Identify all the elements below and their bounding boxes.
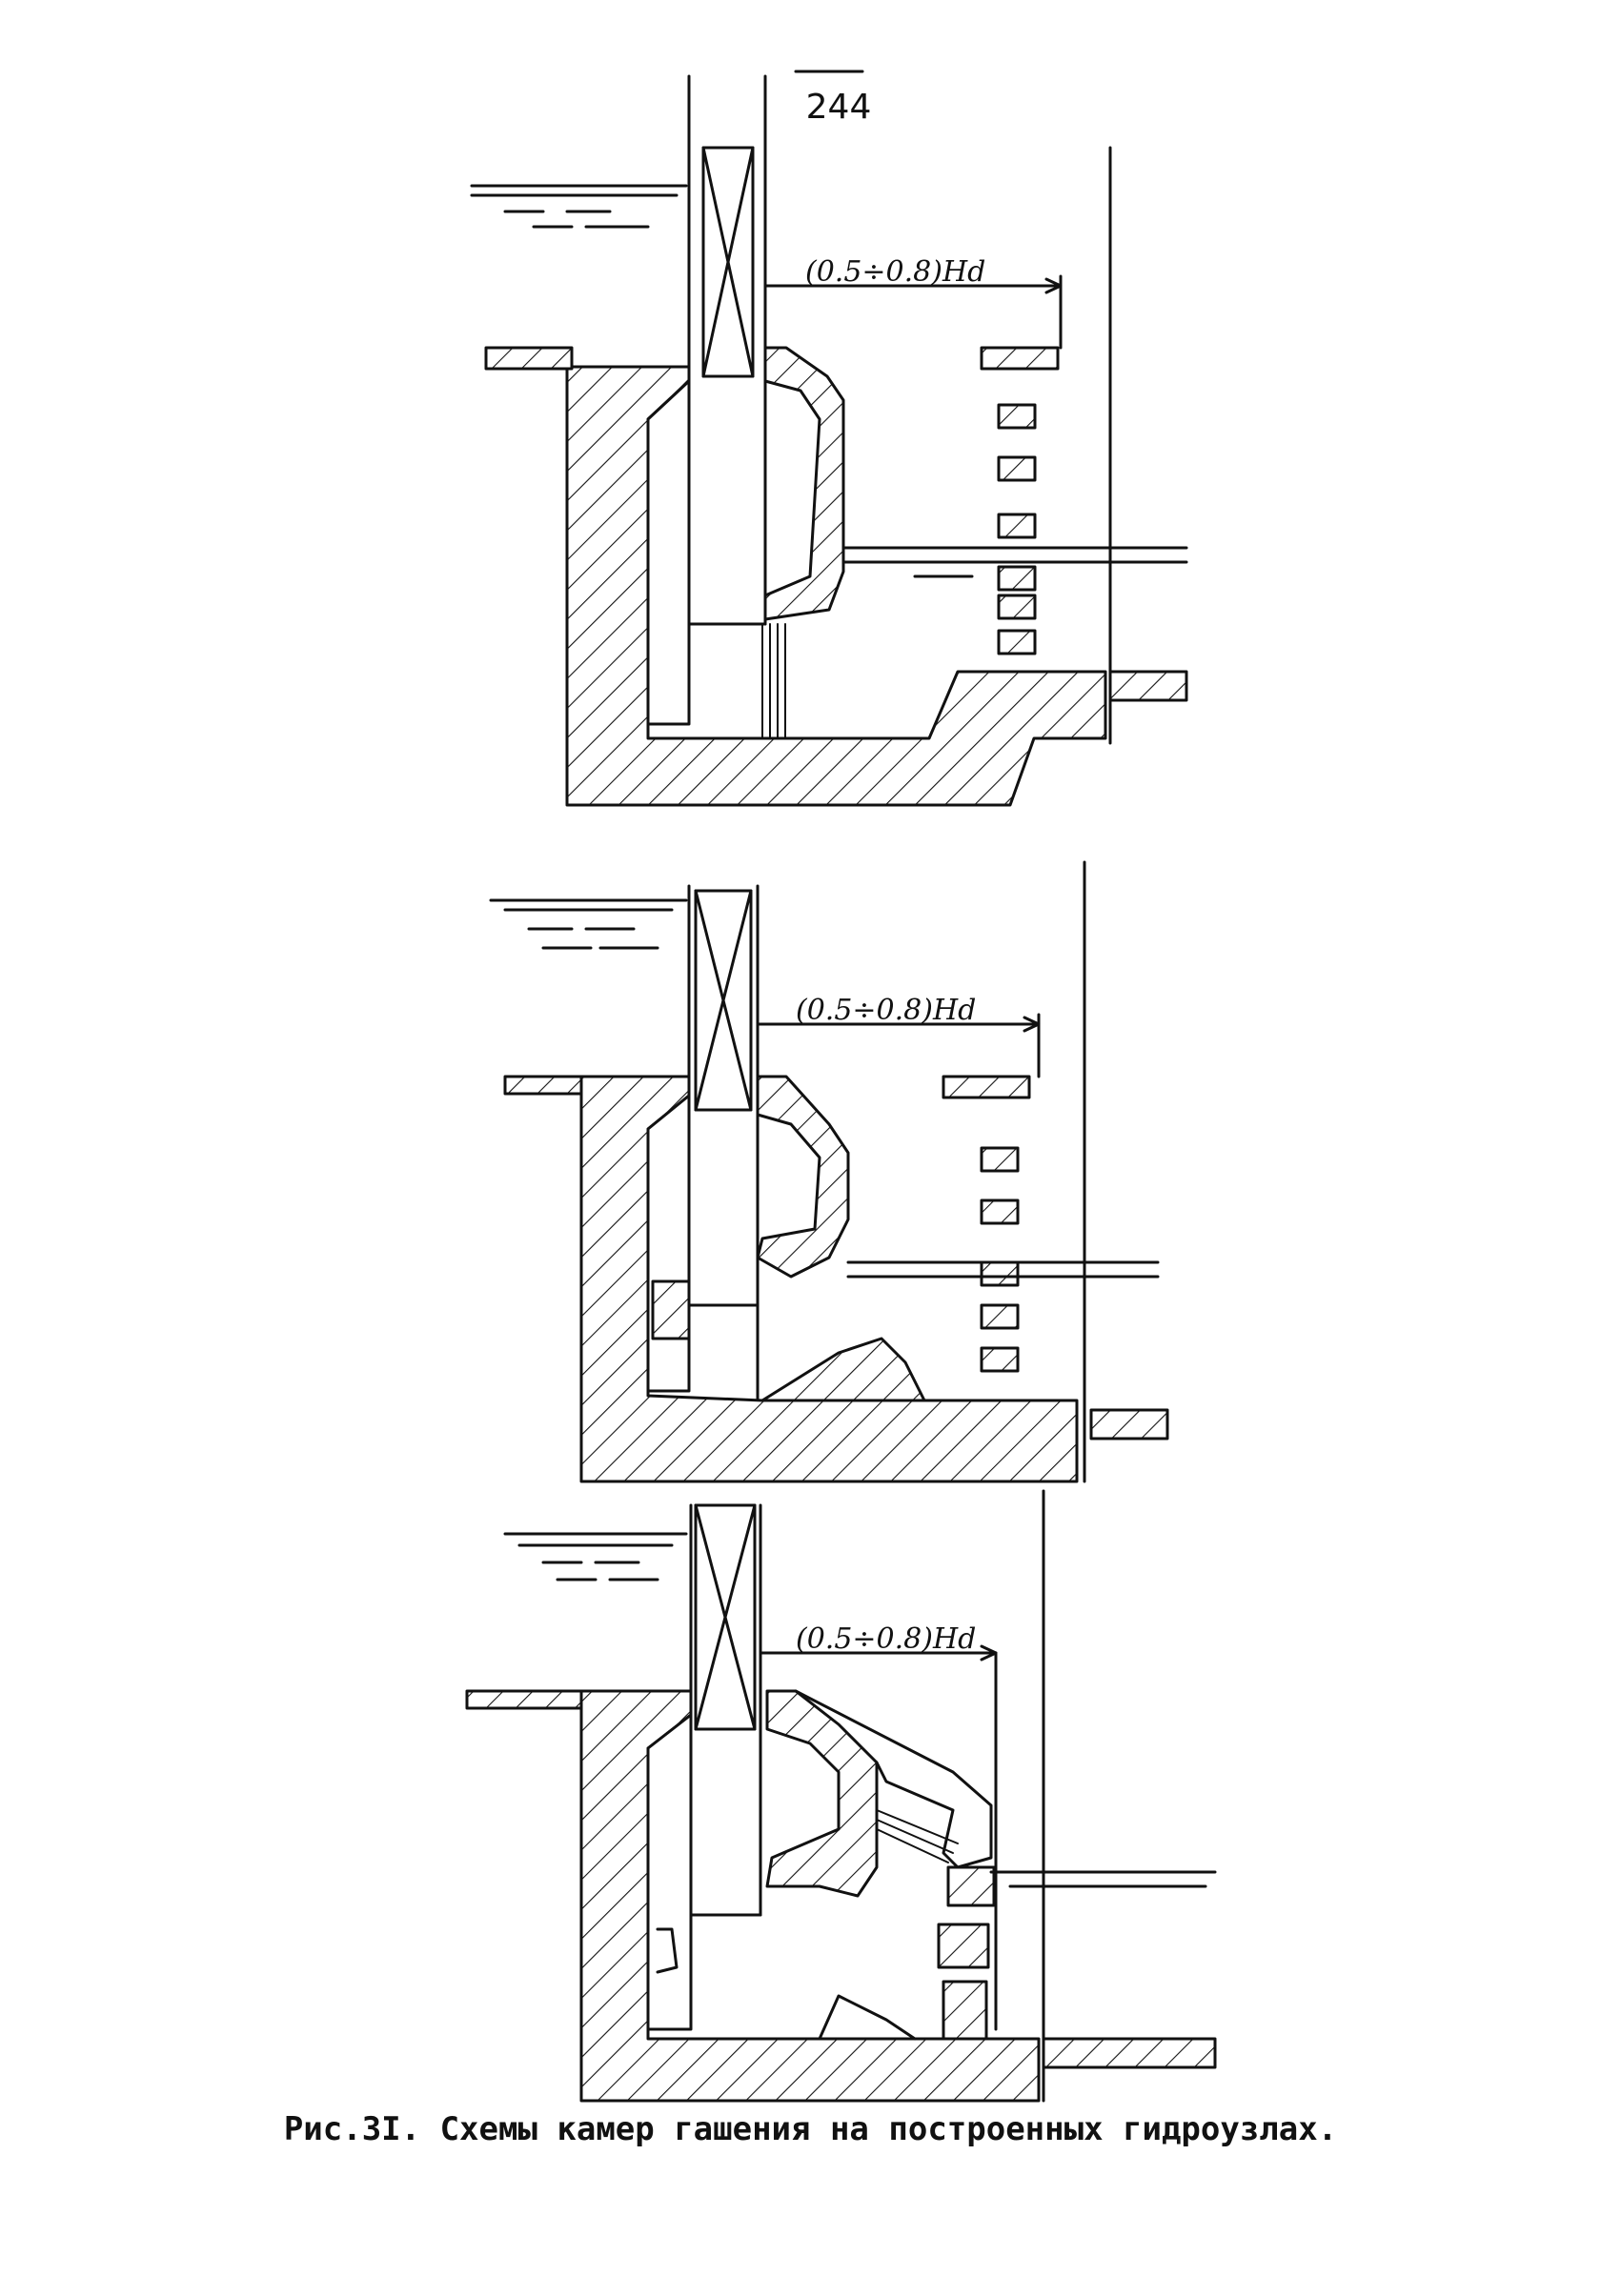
end-blocks-3 — [937, 1865, 996, 2041]
figure-caption: Рис.3I. Схемы камер гашения на построенн… — [283, 2110, 1338, 2148]
rubble-3 — [818, 1994, 917, 2041]
bank-right-3 — [1042, 2037, 1217, 2069]
chamber-body-3 — [579, 1689, 1041, 2103]
dimension-line-3 — [759, 1644, 998, 2031]
gate-shaft-2 — [687, 884, 760, 1402]
gate-2 — [694, 889, 753, 1112]
page-number: 244 — [805, 88, 872, 127]
top-lip-2 — [942, 1075, 1031, 1099]
scheme-2: (0.5÷0.8)Hd — [489, 860, 1169, 1483]
dimension-label-3: (0.5÷0.8)Hd — [796, 1622, 976, 1656]
scheme-1: (0.5÷0.8)Hd — [470, 70, 1188, 807]
bank-left-3 — [465, 1689, 583, 1710]
bank-left-1 — [484, 346, 574, 371]
scheme-3: (0.5÷0.8)Hd — [465, 1489, 1217, 2103]
baffle-blocks-2 — [980, 1146, 1020, 1373]
upstream-water-3 — [503, 1532, 688, 1581]
bank-right-2 — [1089, 1408, 1169, 1440]
dimension-label-2: (0.5÷0.8)Hd — [796, 994, 976, 1027]
upstream-water-2 — [489, 898, 688, 950]
upstream-water-1 — [470, 184, 688, 229]
deflector-2 — [756, 1075, 850, 1279]
gate-3 — [694, 1503, 757, 1731]
tailwater-2 — [846, 1260, 1160, 1279]
end-sill-2 — [760, 1337, 926, 1402]
small-notch-3 — [656, 1927, 679, 1974]
dimension-line-1 — [763, 274, 1063, 350]
tailwater-1 — [841, 546, 1188, 578]
small-sill-2 — [651, 1279, 691, 1340]
deflector-3 — [765, 1689, 879, 1898]
bank-left-2 — [503, 1075, 583, 1096]
guide-lines-1 — [761, 623, 786, 739]
top-lip-1 — [980, 346, 1060, 371]
sloped-lines-3 — [876, 1809, 959, 1863]
gate-1 — [701, 146, 755, 378]
dimension-label-1: (0.5÷0.8)Hd — [805, 255, 985, 289]
deflector-1 — [763, 346, 845, 621]
dimension-line-2 — [756, 1013, 1041, 1078]
baffle-blocks-1 — [997, 403, 1037, 655]
tailwater-3 — [989, 1870, 1217, 1888]
bank-right-1 — [1108, 670, 1188, 702]
